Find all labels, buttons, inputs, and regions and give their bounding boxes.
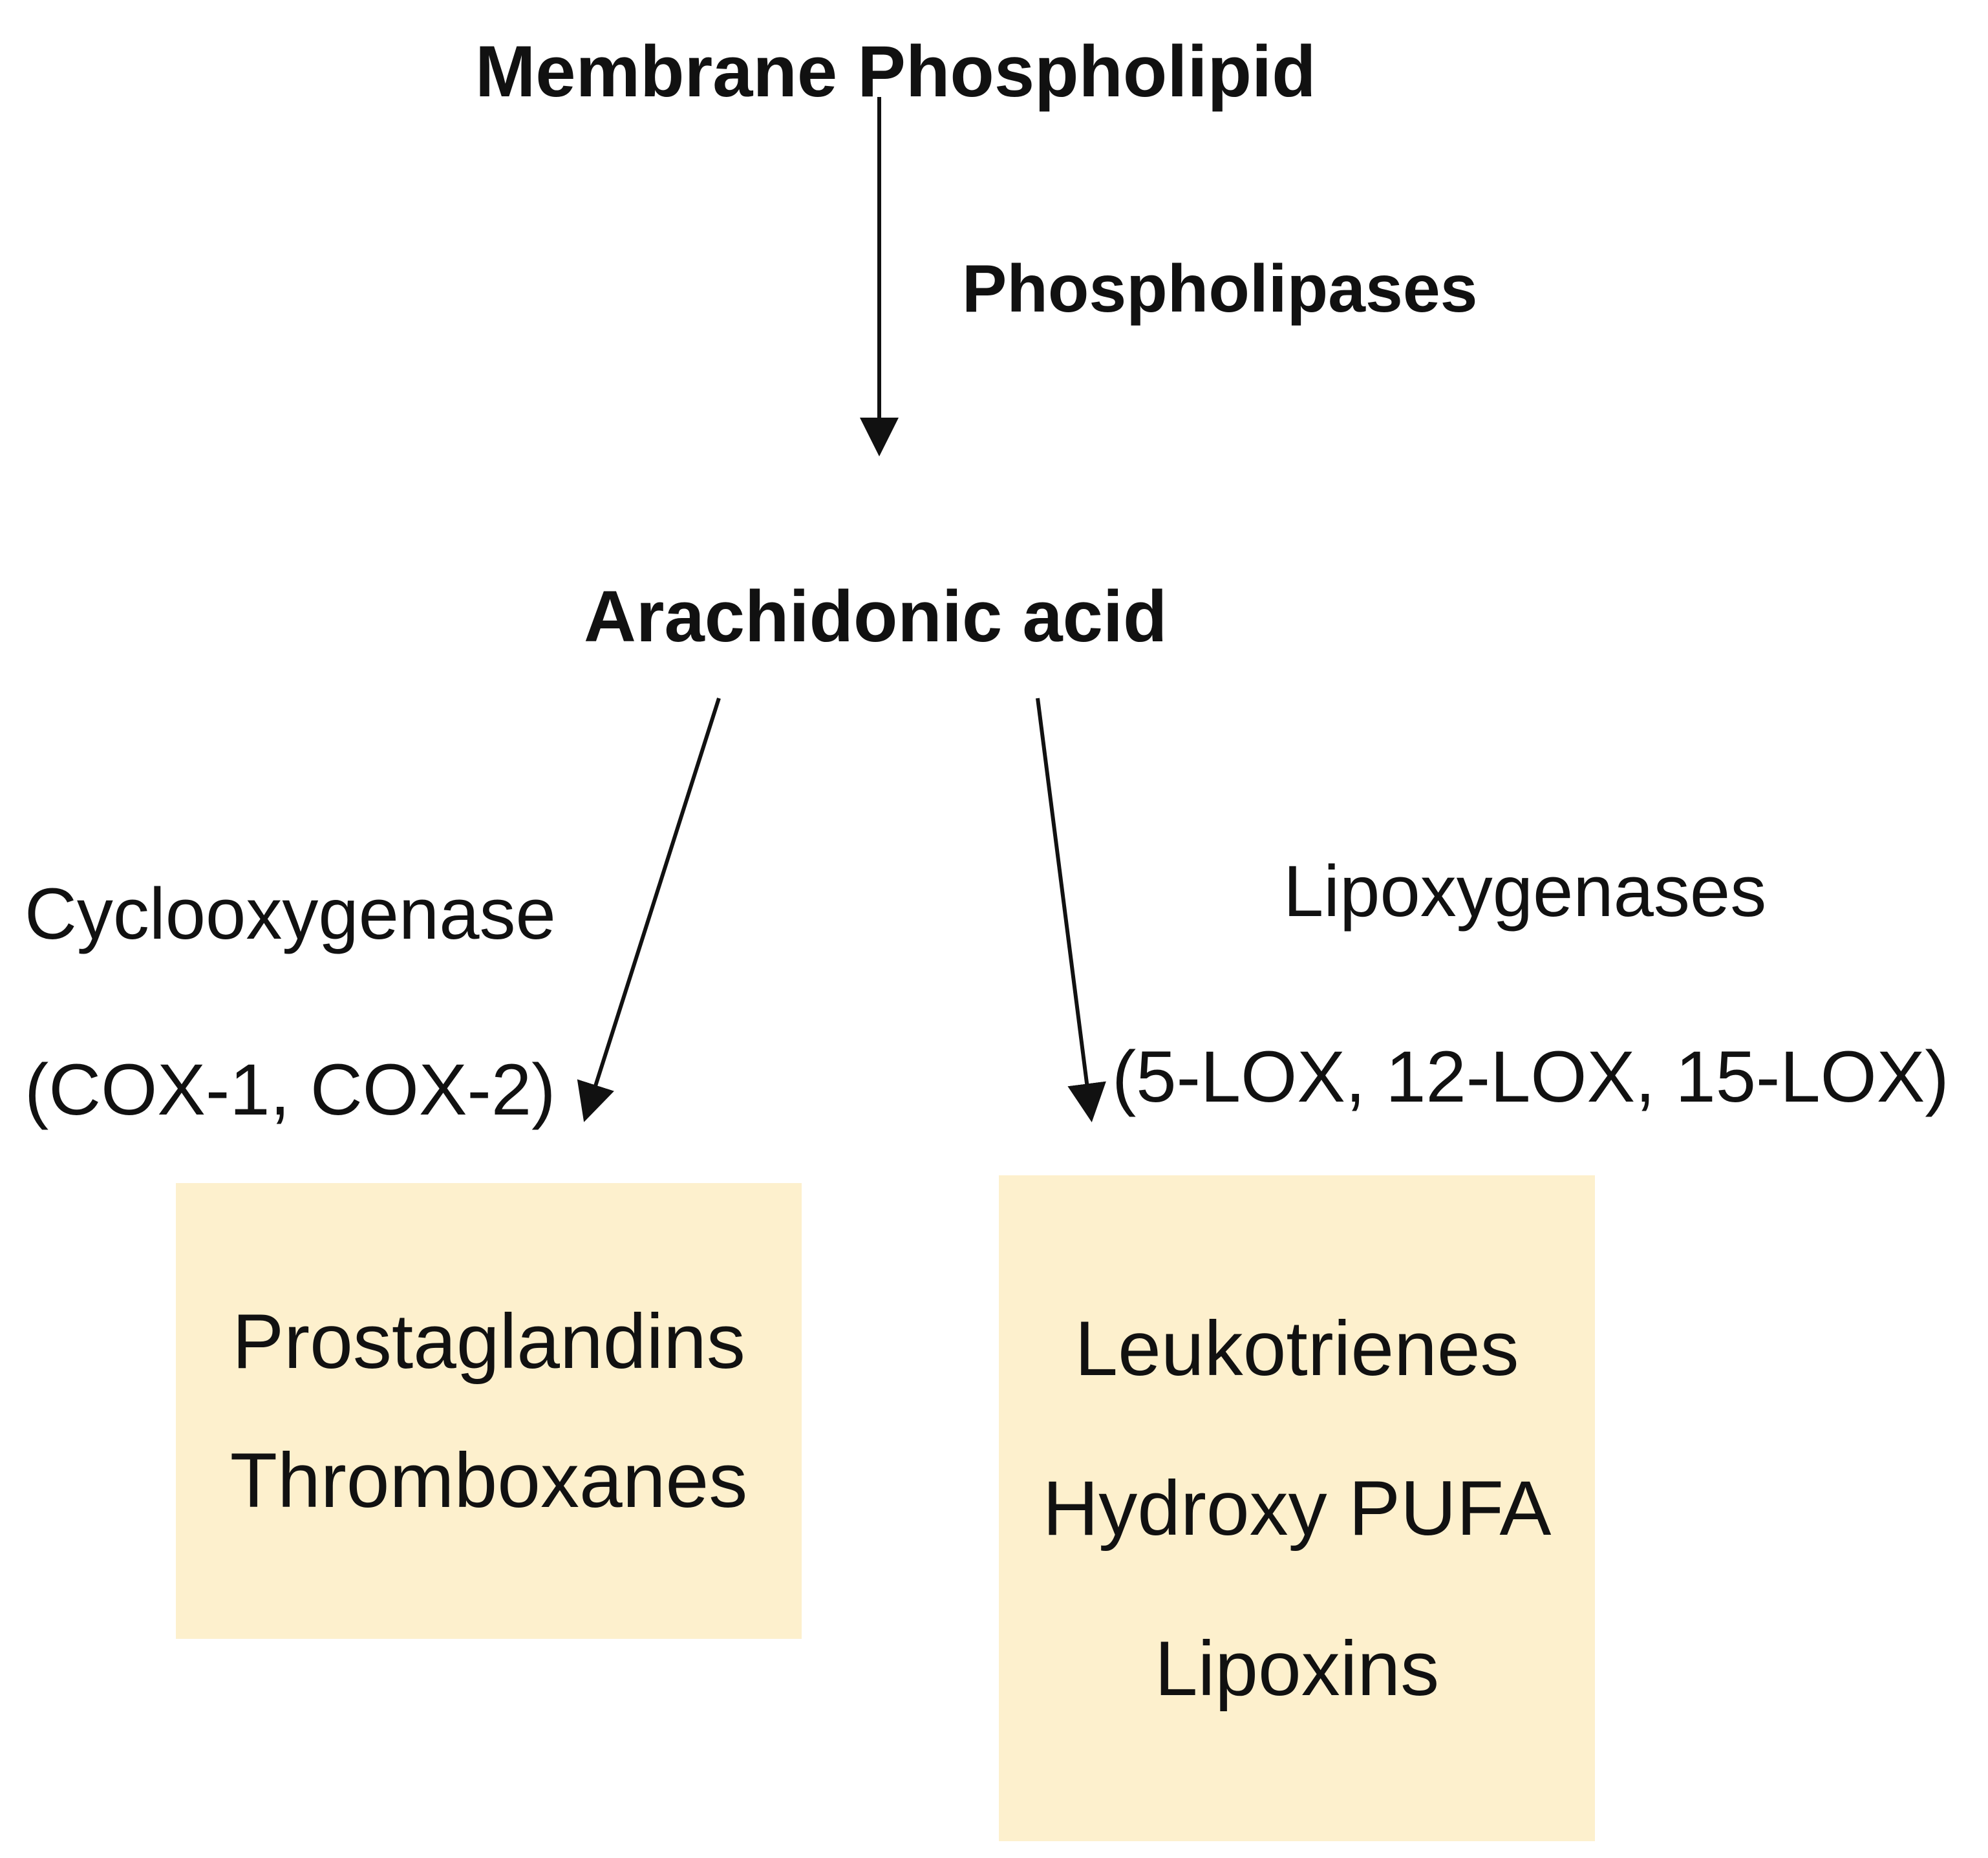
lox-isoforms-label: (5-LOX, 12-LOX, 15-LOX): [1112, 1036, 1949, 1117]
product-thromboxanes: Thromboxanes: [230, 1437, 748, 1524]
arrow-arachidonic-to-lipoxygenase-products: [1036, 698, 1106, 1122]
product-lipoxins: Lipoxins: [1154, 1625, 1440, 1712]
arachidonic-acid-label: Arachidonic acid: [584, 576, 1168, 657]
cox-isoforms-label: (COX-1, COX-2): [25, 1049, 556, 1130]
phospholipases-label: Phospholipases: [962, 251, 1478, 326]
membrane-phospholipid-label: Membrane Phospholipid: [475, 31, 1316, 112]
lipoxygenase-products-box: Leukotrienes Hydroxy PUFA Lipoxins: [999, 1175, 1595, 1841]
cyclooxygenase-products-box: Prostaglandins Thromboxanes: [176, 1183, 802, 1639]
cyclooxygenase-label: Cyclooxygenase: [25, 873, 556, 954]
product-prostaglandins: Prostaglandins: [232, 1298, 745, 1385]
product-hydroxy-pufa: Hydroxy PUFA: [1042, 1465, 1552, 1552]
arrow-arachidonic-to-cyclooxygenase-products: [577, 698, 721, 1122]
product-leukotrienes: Leukotrienes: [1074, 1305, 1519, 1392]
lipoxygenases-label: Lipoxygenases: [1283, 851, 1767, 932]
